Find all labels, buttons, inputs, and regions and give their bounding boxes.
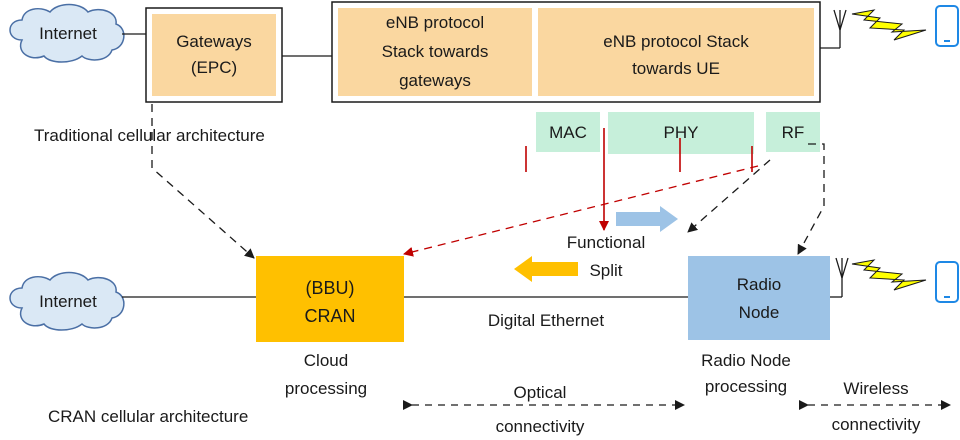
antenna-icon [833,9,847,48]
wireless-label-2: connectivity [832,415,921,434]
phy-layer-box [608,112,754,154]
cran-architecture-caption: CRAN cellular architecture [48,407,248,426]
mac-layer-box [536,112,600,152]
split-to-cran-arrow [403,165,759,257]
gateways-box [152,14,276,96]
phy-label: PHY [664,123,699,142]
gateway-outer-frame [145,7,283,103]
rf-to-radio-node-arrow-2 [797,143,825,255]
enb-gateway-stack-box [338,8,532,96]
block-arrow-right [616,206,678,232]
phone-icon [935,5,959,47]
antenna-icon [835,257,849,297]
lightning-bolt-icon [851,9,927,41]
optical-label-1: Optical [514,383,567,402]
cloud-shape [9,271,125,331]
digital-ethernet-label: Digital Ethernet [488,311,605,330]
enb-ue-stack-box [538,8,814,96]
radio-node-label-1: Radio [737,275,781,294]
block-arrow-left [514,256,578,282]
radio-processing-label-1: Radio Node [701,351,791,370]
internet-label: Internet [39,24,97,43]
wireless-label-1: Wireless [843,379,908,398]
enb-gw-label-1: eNB protocol [386,13,484,32]
cloud-processing-label-2: processing [285,379,367,398]
internet-cloud-top: Internet [9,3,125,63]
radio-node-label-2: Node [739,303,780,322]
cloud-processing-label-1: Cloud [304,351,348,370]
enb-gw-label-2: Stack towards [382,42,489,61]
rf-label: RF [782,123,805,142]
cran-bbu-box [256,256,404,342]
internet-label: Internet [39,292,97,311]
enb-ue-label-1: eNB protocol Stack [603,32,749,51]
rf-layer-box [766,112,820,152]
traditional-architecture-caption: Traditional cellular architecture [34,126,265,145]
radio-node-box [688,256,830,340]
radio-processing-label-2: processing [705,377,787,396]
gateway-to-cran-arrow [151,104,255,259]
gateways-label-2: (EPC) [191,58,237,77]
rf-to-radio-node-arrow [687,159,771,233]
phone-icon [935,261,959,303]
functional-split-label-1: Functional [567,233,645,252]
mac-label: MAC [549,123,587,142]
cran-label-1: (BBU) [306,278,355,298]
internet-cloud-bottom: Internet [9,271,125,331]
cran-label-2: CRAN [304,306,355,326]
enb-outer-frame [331,1,821,103]
enb-ue-label-2: towards UE [632,59,720,78]
gateways-label-1: Gateways [176,32,252,51]
cloud-shape [9,3,125,63]
optical-label-2: connectivity [496,417,585,436]
enb-gw-label-3: gateways [399,71,471,90]
functional-split-label-2: Split [589,261,622,280]
lightning-bolt-icon [851,259,927,291]
